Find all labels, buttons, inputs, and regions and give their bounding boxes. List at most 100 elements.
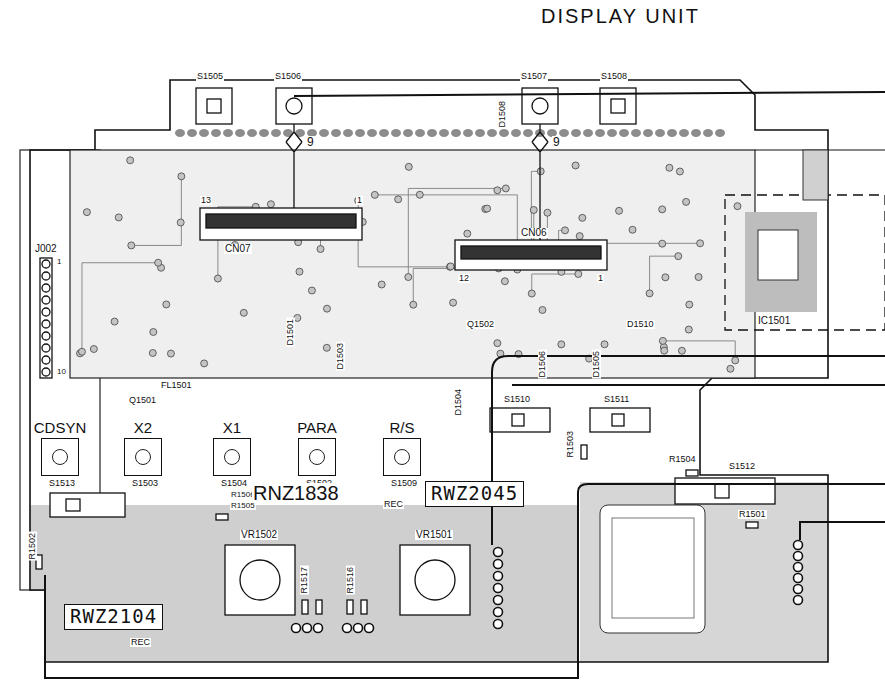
solder-pad [675,253,682,260]
connector-pin [794,552,803,561]
connector-pin [314,624,323,633]
push-button: X2 [122,420,164,476]
solder-pad [450,299,457,306]
edge-pad [511,129,521,137]
push-button: R/S [381,420,423,476]
part-label: 10 [56,368,67,376]
edge-pad [427,129,437,137]
edge-pad [571,129,581,137]
part-label: CN06 [520,228,548,238]
edge-pad [487,129,497,137]
solder-pad [501,278,508,285]
solder-pad [167,350,174,357]
solder-pad [240,309,247,316]
header-pin [42,296,50,304]
part-label: REC [383,500,404,509]
solder-pad [149,349,156,356]
button-square [383,438,421,476]
solder-pad [267,201,274,208]
header-pin [42,308,50,316]
button-cap [309,449,325,465]
part-label: D1501 [286,318,295,347]
push-button: PARA [294,420,340,476]
solder-pad [537,168,544,175]
button-name: R/S [381,420,423,435]
part-label: S1512 [728,462,756,471]
button-cap [52,449,68,465]
edge-pad [655,129,665,137]
solder-pad [678,347,685,354]
part-label: CN07 [224,244,252,254]
edge-pad [631,129,641,137]
header-pin [42,332,50,340]
connector-pin [794,541,803,550]
solder-pad [150,329,157,336]
connector-pin [794,585,803,594]
edge-pad [415,129,425,137]
part-label: D1506 [538,350,547,379]
solder-pad [558,341,565,348]
solder-pad [163,301,170,308]
solder-pad [323,305,330,312]
pcb-trace [131,176,181,245]
edge-pad [691,129,701,137]
edge-pad [343,129,353,137]
part-label: S1503 [131,479,159,488]
solder-pad [201,360,208,367]
solder-pad [579,214,586,221]
part-label: FL1501 [160,381,193,390]
button-square [213,438,251,476]
solder-pad [111,318,118,325]
solder-pad [494,187,501,194]
edge-pad [271,129,281,137]
edge-pad [679,129,689,137]
button-square [41,438,79,476]
edge-pad [355,129,365,137]
solder-pad [214,275,221,282]
solder-pad [666,164,673,171]
button-cap [394,449,410,465]
part-label: RNZ1838 [252,483,340,503]
part-number-box: RWZ2045 [425,481,524,507]
solder-pad [378,281,385,288]
edge-pad [715,129,725,137]
solder-pad [502,185,509,192]
solder-pad [90,346,97,353]
solder-pad [661,347,668,354]
solder-pad [539,306,546,313]
part-label: S1513 [48,479,76,488]
connector-pin [292,624,301,633]
edge-pad [583,129,593,137]
connector-pin [494,608,503,617]
solder-pad [484,205,491,212]
part-label: S1505 [196,72,224,81]
part-label: R1504 [668,455,697,464]
part-label: S1511 [603,395,630,404]
connector-pin [494,572,503,581]
connector-pin [794,563,803,572]
push-button: X1 [211,420,253,476]
solder-pad [697,240,704,247]
header-pin [42,320,50,328]
button-square [124,438,162,476]
edge-pad [175,129,185,137]
solder-pad [562,227,569,234]
part-label: 13 [200,196,212,205]
solder-pad [659,206,666,213]
button-name: X1 [211,420,253,435]
button-name: X2 [122,420,164,435]
edge-pad [247,129,257,137]
edge-pad [607,129,617,137]
part-number: RWZ2104 [70,606,157,628]
connector-pin [494,560,503,569]
solder-pad [447,263,454,270]
connector-pin [343,624,352,633]
solder-pad [323,344,330,351]
solder-pad [732,357,739,364]
edge-pad [595,129,605,137]
part-label: D1504 [454,388,463,417]
solder-pad [128,242,135,249]
header-pin [42,284,50,292]
part-label: R1502 [28,532,37,561]
solder-pad [601,341,608,348]
